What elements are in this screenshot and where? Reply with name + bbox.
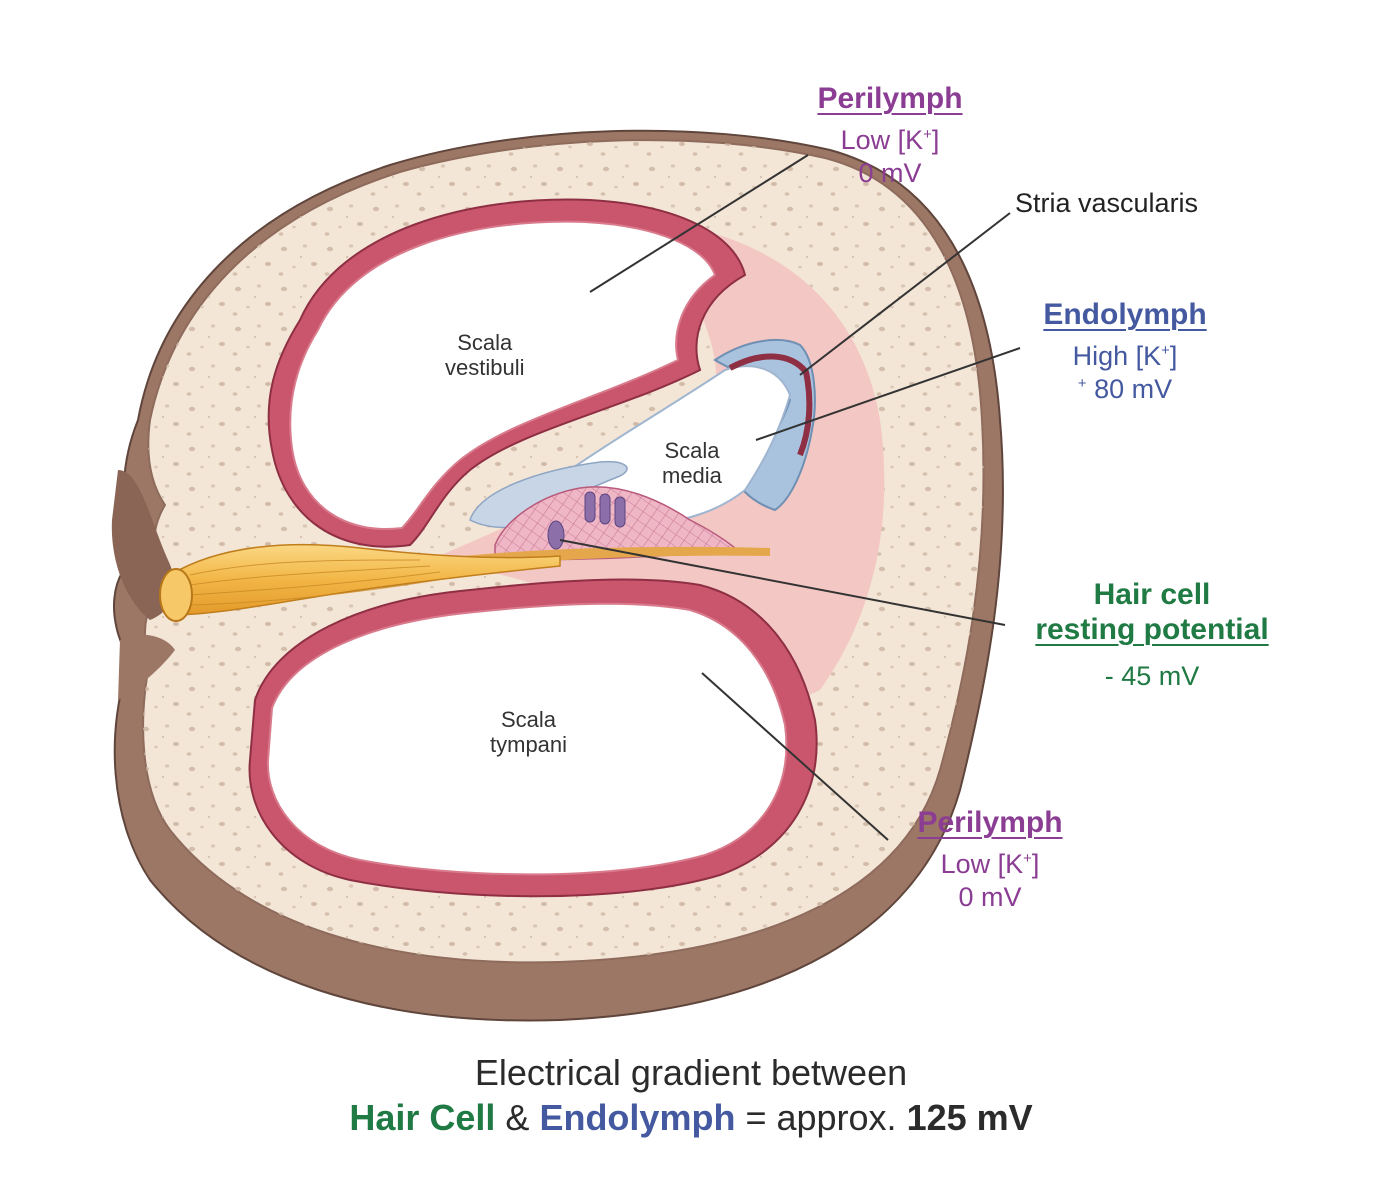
caption-hair-cell: Hair Cell [349,1097,496,1138]
leader-lines [559,154,1021,841]
label-stria-vascularis: Stria vascularis [1015,188,1199,218]
label-scala-vestibuli: Scala vestibuli [445,330,525,380]
hair-cells [547,491,626,550]
nerve-cut-end [159,568,193,622]
caption-value: 125 mV [906,1097,1033,1138]
label-scala-tympani: Scala tympani [490,707,568,757]
modiolus-notch [111,470,175,620]
label-hair-cell-resting-potential: Hair cell resting potential - 45 mV [1035,578,1269,691]
scala-vestibuli-space [289,220,717,530]
caption-line-1: Electrical gradient between [474,1052,908,1093]
stria-vascularis [713,339,816,512]
label-endolymph: Endolymph High [K+] + 80 mV [1043,298,1207,404]
scala-tympani-space [266,602,788,876]
label-perilymph-top: Perilymph Low [K+] 0 mV [817,82,963,188]
label-scala-media: Scala media [662,438,722,488]
caption-endolymph: Endolymph [539,1097,736,1138]
label-perilymph-bottom: Perilymph Low [K+] 0 mV [917,806,1063,912]
caption-line-2: Hair Cell & Endolymph = approx. 125 mV [349,1097,1033,1138]
cochlear-nerve [169,543,561,616]
basilar-membrane [430,546,770,572]
caption: Electrical gradient between Hair Cell & … [0,1050,1382,1140]
